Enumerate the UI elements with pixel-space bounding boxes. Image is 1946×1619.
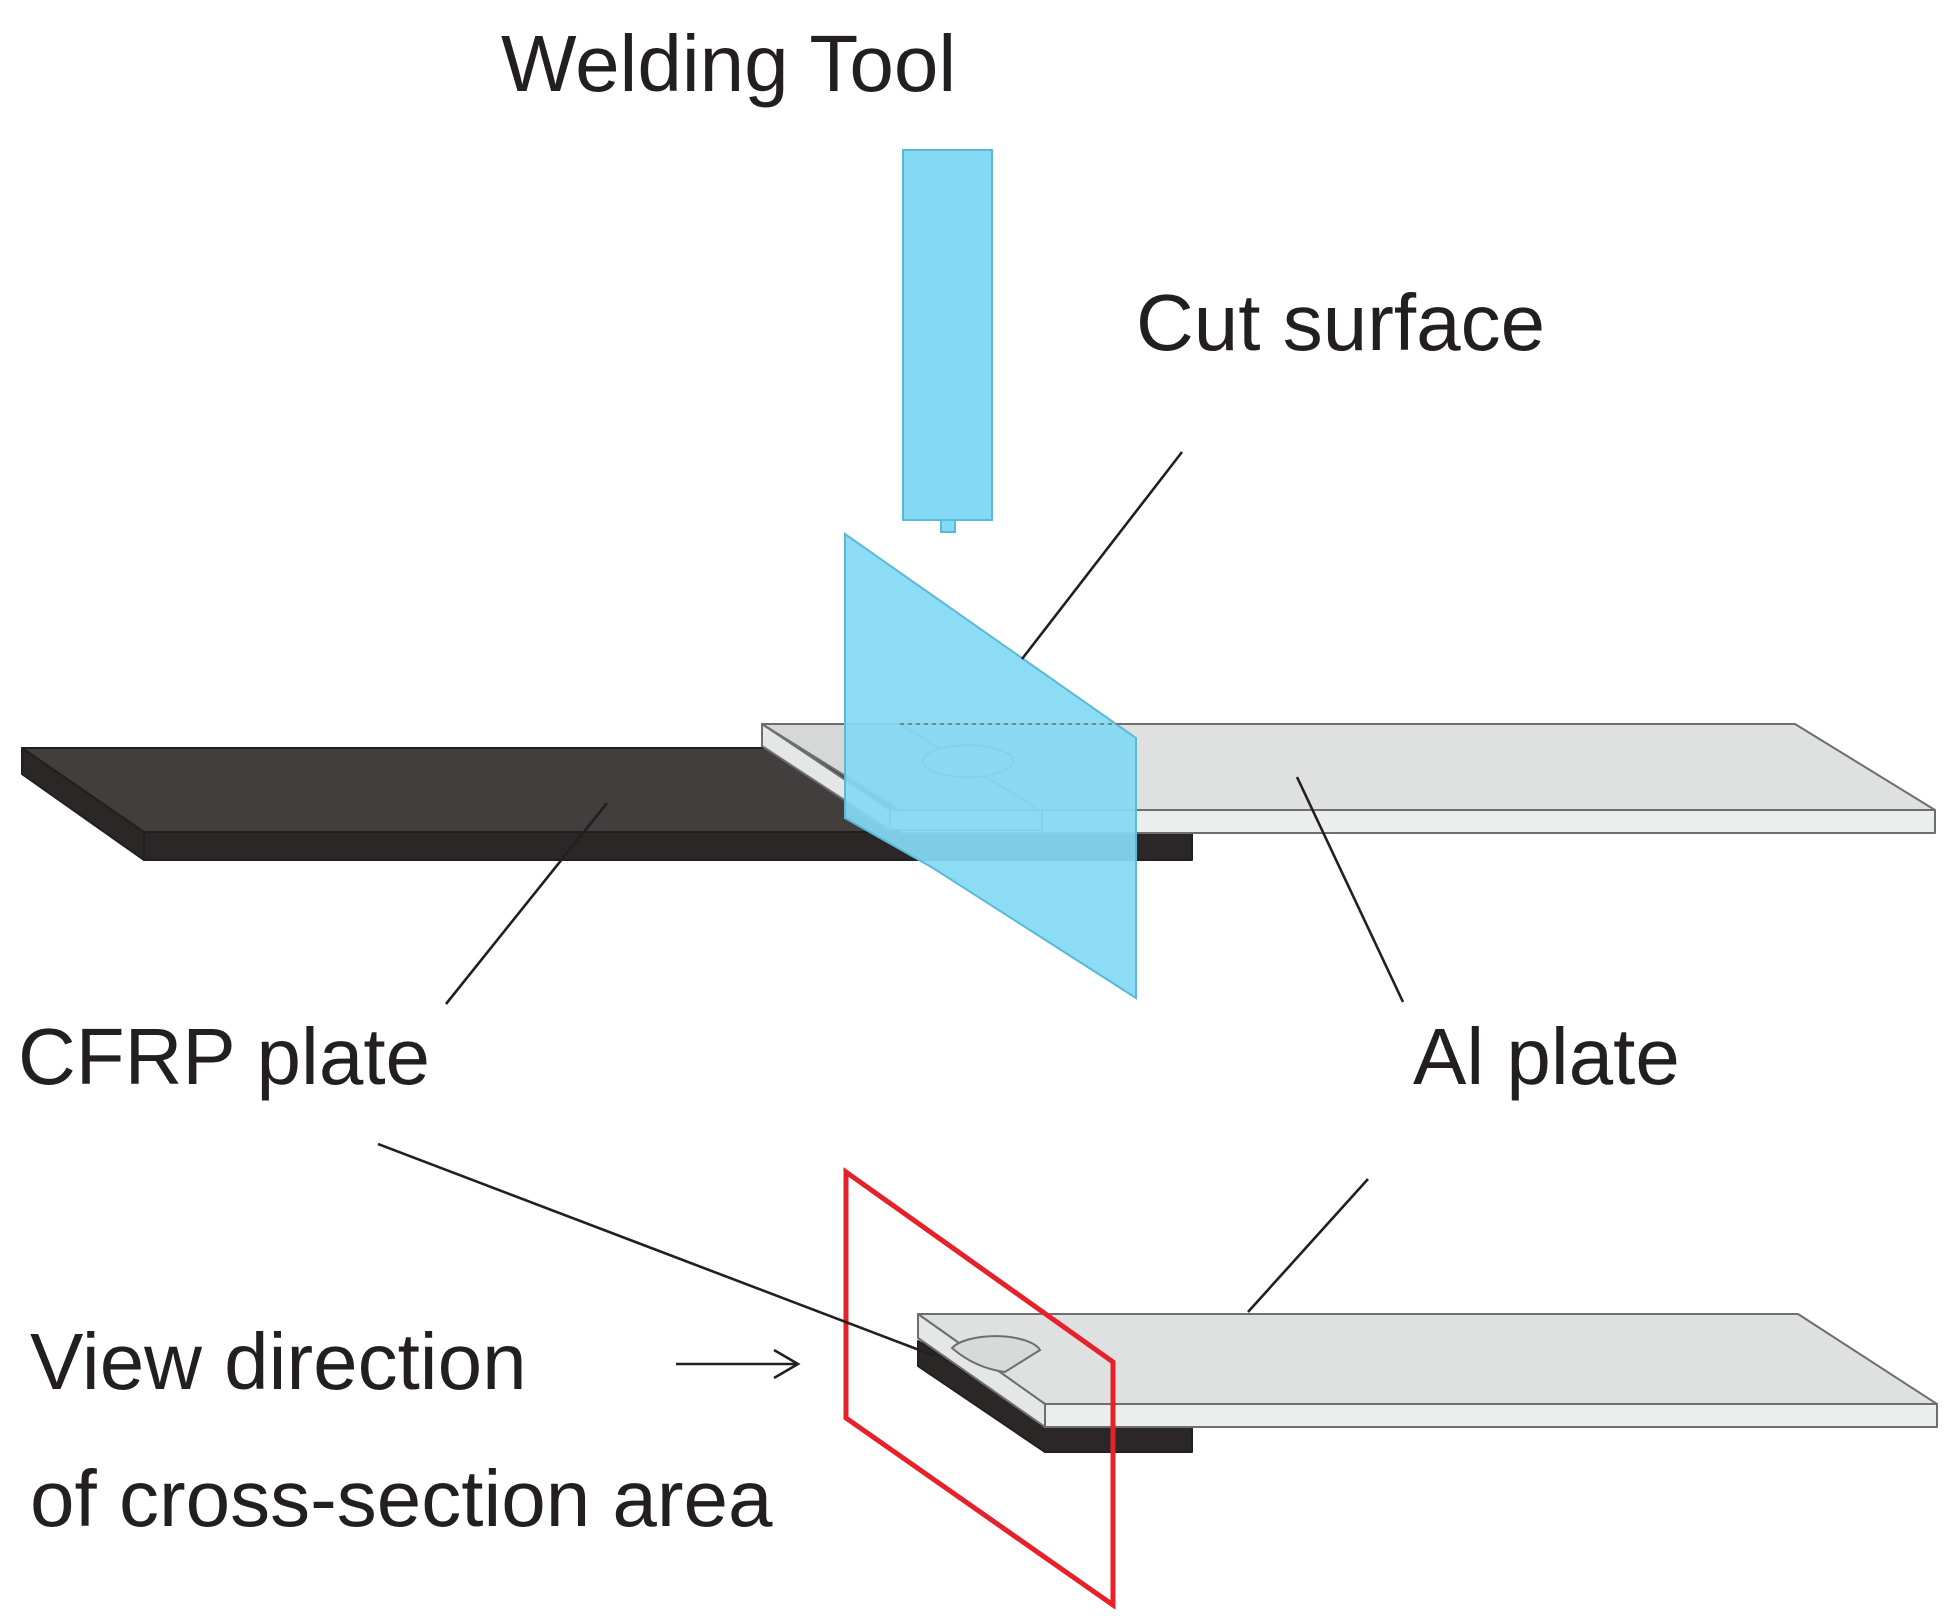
al-section-left-face bbox=[917, 1313, 1046, 1428]
cross-section-frame bbox=[843, 1167, 1116, 1610]
welding-tool bbox=[902, 149, 993, 533]
weld-spot-half bbox=[950, 1335, 1042, 1374]
view-direction-label-line2: of cross-section area bbox=[30, 1454, 773, 1543]
cfrp-plate-left-face bbox=[21, 747, 145, 861]
cfrp-plate-label: CFRP plate bbox=[18, 1012, 430, 1101]
al-section-top-face bbox=[917, 1313, 1938, 1405]
cut-surface-leader bbox=[1020, 451, 1184, 660]
lower-section-assembly bbox=[917, 1313, 1938, 1453]
cfrp-plate-leader bbox=[444, 802, 609, 1005]
welding-tool-pin bbox=[940, 519, 956, 533]
cut-surface-plane bbox=[844, 532, 1137, 1000]
al-plate-label: Al plate bbox=[1413, 1012, 1680, 1101]
arrow-right-icon bbox=[676, 1348, 801, 1380]
al-plate-leader-upper bbox=[1295, 776, 1405, 1003]
view-direction-label-line1: View direction bbox=[30, 1317, 527, 1406]
cut-surface-label: Cut surface bbox=[1136, 278, 1545, 367]
al-section-front-face bbox=[1044, 1403, 1938, 1428]
welding-tool-body bbox=[902, 149, 993, 521]
cfrp-plate-leader-lower bbox=[377, 1142, 936, 1358]
welding-tool-label: Welding Tool bbox=[501, 19, 956, 108]
al-plate-leader-lower bbox=[1247, 1178, 1369, 1313]
